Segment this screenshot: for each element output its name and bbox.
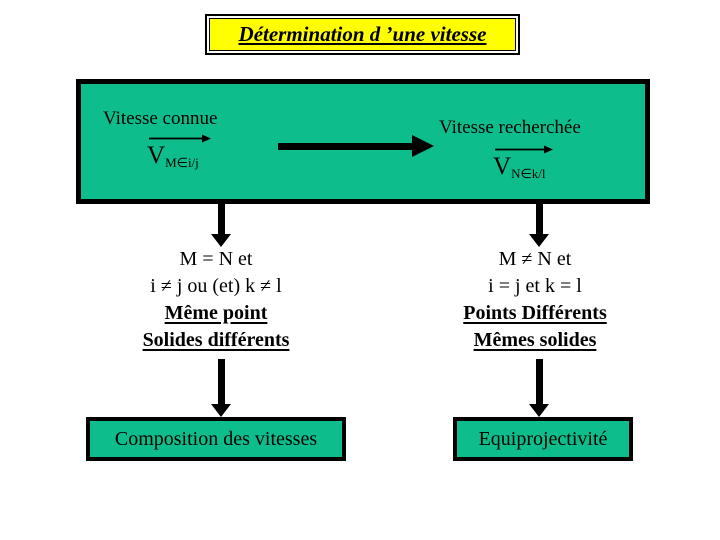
result-label: Equiprojectivité bbox=[478, 427, 608, 450]
arrow-down-icon bbox=[529, 203, 549, 247]
known-velocity-vector: VM∈i/j bbox=[147, 133, 211, 170]
condition-line: M = N et bbox=[179, 248, 253, 270]
title-inner-frame: Détermination d ’une vitesse bbox=[209, 18, 516, 51]
left-condition-block: M = N et i ≠ j ou (et) k ≠ l Même point … bbox=[96, 246, 336, 354]
vector-subscript: N∈k/l bbox=[511, 166, 546, 181]
arrow-down-icon bbox=[211, 359, 231, 417]
arrow-down-icon bbox=[211, 203, 231, 247]
vector-symbol: V bbox=[493, 153, 512, 180]
page-title: Détermination d ’une vitesse bbox=[238, 22, 487, 46]
condition-line-emphasis: Points Différents bbox=[463, 302, 607, 324]
condition-line: M ≠ N et bbox=[498, 248, 572, 270]
vector-symbol: V bbox=[147, 142, 166, 169]
right-condition-block: M ≠ N et i = j et k = l Points Différent… bbox=[415, 246, 655, 354]
vector-arrow-icon bbox=[149, 134, 211, 143]
condition-line-emphasis: Même point bbox=[164, 302, 268, 324]
known-velocity-label: Vitesse connue bbox=[103, 108, 218, 129]
known-vector-notation: VM∈i/j bbox=[147, 142, 199, 170]
vector-arrow-icon bbox=[495, 145, 553, 154]
condition-line: i = j et k = l bbox=[488, 275, 582, 297]
arrow-right-head-icon bbox=[412, 135, 434, 157]
arrow-down-icon bbox=[529, 359, 549, 417]
arrow-right-icon bbox=[278, 143, 412, 150]
condition-line-emphasis: Mêmes solides bbox=[473, 329, 597, 351]
result-label: Composition des vitesses bbox=[114, 427, 318, 450]
velocity-flow-box: Vitesse connue VM∈i/j Vitesse recherchée… bbox=[76, 79, 650, 204]
sought-velocity-label: Vitesse recherchée bbox=[439, 117, 581, 138]
condition-line-emphasis: Solides différents bbox=[142, 329, 290, 351]
title-box: Détermination d ’une vitesse bbox=[205, 14, 520, 55]
composition-result-box: Composition des vitesses bbox=[86, 417, 346, 461]
condition-line: i ≠ j ou (et) k ≠ l bbox=[150, 275, 282, 297]
sought-vector-notation: VN∈k/l bbox=[493, 153, 546, 181]
equiprojectivity-result-box: Equiprojectivité bbox=[453, 417, 633, 461]
sought-velocity-vector: VN∈k/l bbox=[493, 144, 553, 181]
vector-subscript: M∈i/j bbox=[165, 155, 199, 170]
